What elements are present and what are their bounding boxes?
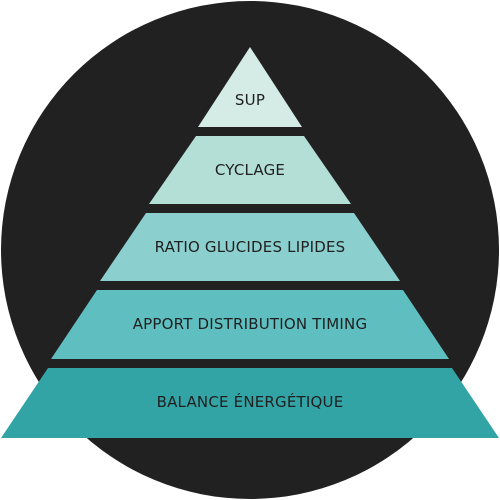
tier-ratio-label: RATIO GLUCIDES LIPIDES	[155, 238, 346, 256]
tier-apport-label: APPORT DISTRIBUTION TIMING	[133, 315, 368, 333]
tier-balance-energetique	[1, 368, 499, 438]
tier-balance-label: BALANCE ÉNERGÉTIQUE	[157, 392, 344, 411]
tier-apport-distribution-timing	[51, 290, 449, 359]
tier-cyclage	[149, 136, 351, 204]
tier-sup-label: SUP	[235, 91, 265, 109]
tier-cyclage-label: CYCLAGE	[215, 161, 285, 179]
tier-ratio-glucides-lipides	[100, 213, 400, 281]
tier-sup	[198, 47, 302, 127]
